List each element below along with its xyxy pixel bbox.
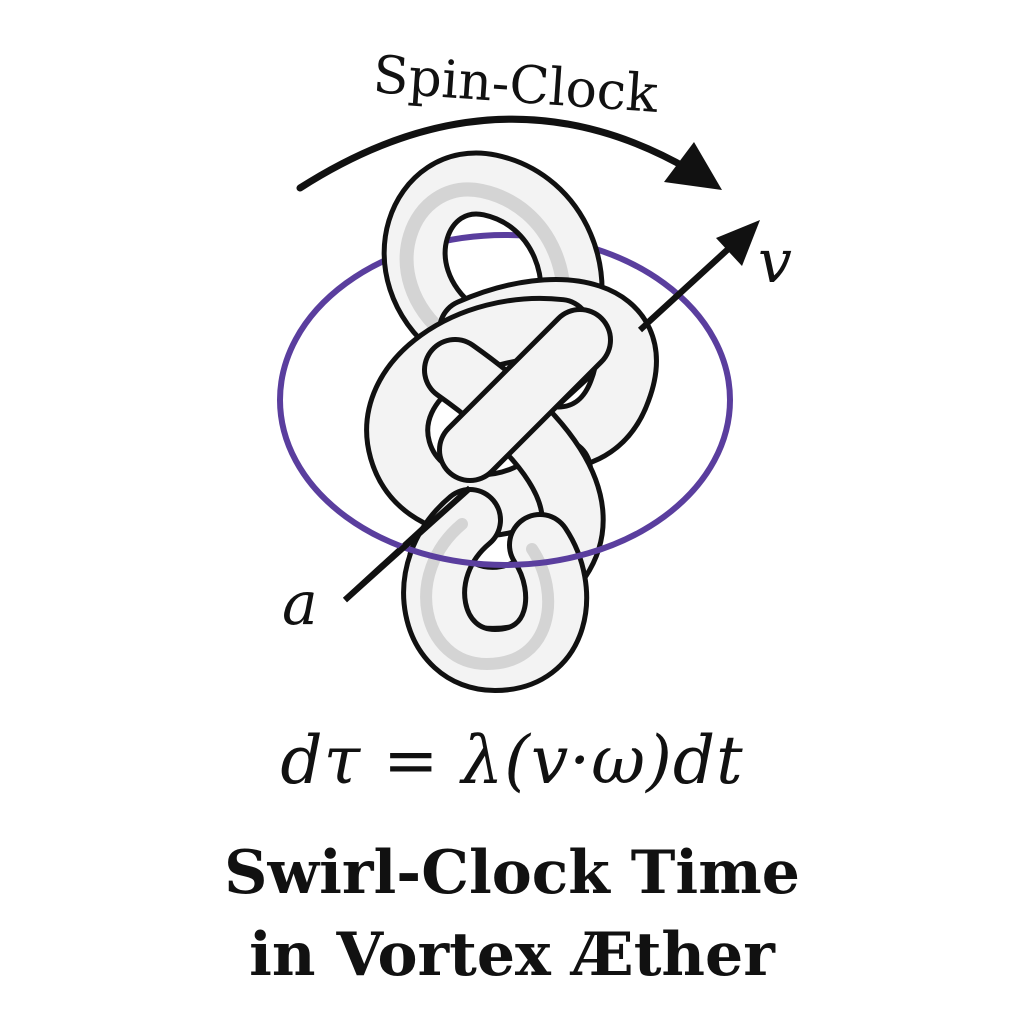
spin-clock-arrow [296, 115, 722, 192]
title-line-2: in Vortex Æther [249, 920, 775, 990]
ring-back [277, 232, 733, 401]
velocity-label: v [758, 227, 792, 297]
title-line-1: Swirl-Clock Time [224, 838, 800, 908]
formula: dτ = λ(v·ω)dt [280, 722, 744, 799]
ring-front [277, 399, 733, 568]
spin-arrow-head-icon [664, 142, 722, 190]
velocity-arrow [342, 220, 760, 603]
spin-clock-label: Spin-Clock [371, 45, 660, 125]
velocity-arrow-head-icon [716, 220, 760, 266]
axis-label: a [282, 569, 318, 639]
knot-icon [364, 150, 659, 693]
